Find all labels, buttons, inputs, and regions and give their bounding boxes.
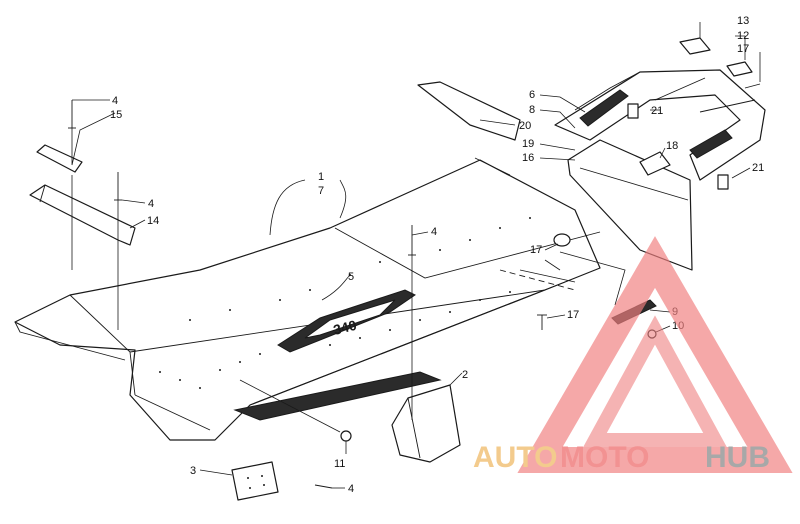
angle-bracket-14 <box>29 184 136 246</box>
callout-2: 2 <box>462 369 468 381</box>
callout-1: 1 <box>318 171 324 183</box>
watermark-word-auto: AUTO <box>473 441 557 474</box>
callout-12: 12 <box>737 30 749 42</box>
callout-20: 20 <box>519 120 531 132</box>
watermark-word-hub: HUB <box>705 441 770 474</box>
callout-7: 7 <box>318 185 324 197</box>
leader-lines <box>71 22 761 489</box>
callout-16: 16 <box>522 152 534 164</box>
decal-340: 340 <box>277 289 416 353</box>
callout-8: 8 <box>529 104 535 116</box>
callout-21: 21 <box>651 105 663 117</box>
bracket-2 <box>391 384 461 463</box>
callout-13: 13 <box>737 15 749 27</box>
rear-flap <box>567 139 693 271</box>
callout-4: 4 <box>148 198 154 210</box>
plate-3 <box>231 461 279 501</box>
callout-17: 17 <box>530 244 542 256</box>
callout-21: 21 <box>752 162 764 174</box>
rivet-pattern <box>159 217 531 389</box>
rear-bumper <box>554 69 766 181</box>
non-slip-strip <box>233 371 442 421</box>
bracket-plate-15 <box>36 144 83 173</box>
callout-18: 18 <box>666 140 678 152</box>
callout-14: 14 <box>147 215 159 227</box>
tunnel-body <box>14 159 601 441</box>
callout-5: 5 <box>348 271 354 283</box>
callout-11: 11 <box>334 458 345 470</box>
decal-340-text: 340 <box>332 317 359 338</box>
watermark-triangle-icon <box>517 236 793 473</box>
callout-17: 17 <box>567 309 579 321</box>
callout-6: 6 <box>529 89 535 101</box>
callout-19: 19 <box>522 138 534 150</box>
callout-15: 15 <box>110 109 122 121</box>
automotohub-watermark: AUTO MOTO HUB <box>473 236 793 474</box>
callout-3: 3 <box>190 465 196 477</box>
watermark-word-moto: MOTO <box>560 441 649 474</box>
callout-4: 4 <box>348 483 354 495</box>
reflector-strip <box>417 81 521 141</box>
callout-4: 4 <box>431 226 437 238</box>
callout-4: 4 <box>112 95 118 107</box>
callout-17: 17 <box>737 43 749 55</box>
callout-labels: 13 12 17 6 8 21 20 19 16 18 21 4 15 4 14… <box>110 15 764 495</box>
